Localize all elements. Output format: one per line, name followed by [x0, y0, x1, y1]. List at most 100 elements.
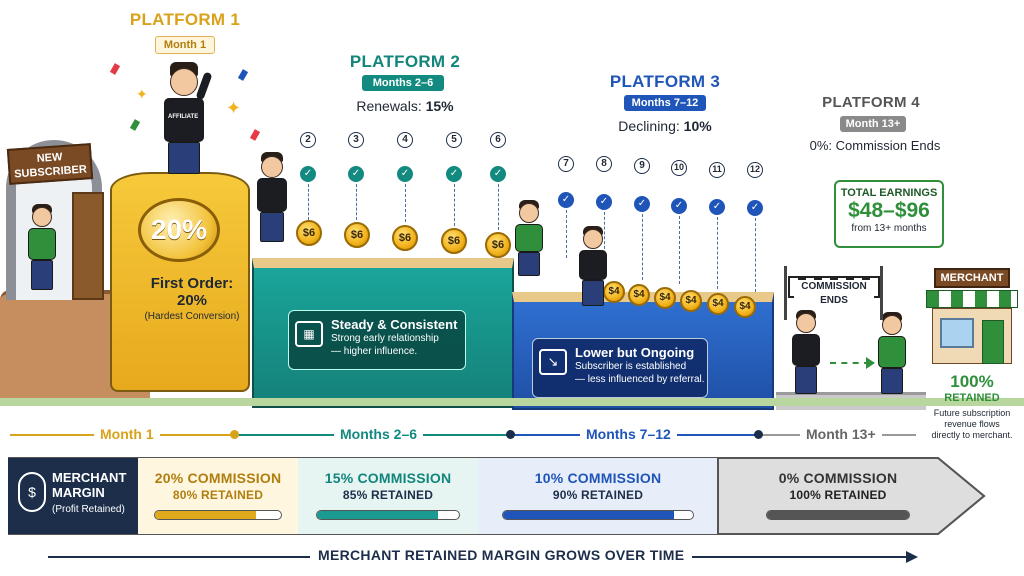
steady-consistent-card: ▦ Steady & Consistent Strong early relat… [288, 310, 466, 370]
seg2-retained: 85% RETAINED [342, 488, 434, 502]
seg3-commission: COMMISSION [567, 470, 662, 486]
new-subscriber-sign: NEW SUBSCRIBER [6, 143, 94, 185]
shop-door [982, 320, 1004, 364]
check-icon: ✓ [348, 166, 364, 182]
calendar-icon: ▦ [295, 321, 323, 347]
band-segment-3: 10% COMMISSION 90% RETAINED [478, 456, 718, 536]
dashed-arrow-to-merchant [830, 362, 870, 364]
coin-step-12a: $4 [707, 293, 729, 315]
platform-2-badge: Months 2–6 [362, 75, 444, 91]
step-5: 5 [446, 132, 462, 148]
green-subscriber-figure-3 [874, 312, 910, 398]
merchant-retained-word: RETAINED [944, 392, 1000, 404]
seg4-retained: 100% RETAINED [789, 488, 887, 502]
seg1-bar [154, 510, 282, 520]
coin-step-12b: $4 [734, 296, 756, 318]
total-earnings-value: $48–$96 [848, 199, 930, 222]
affiliate-figure-walking-2 [576, 226, 610, 310]
step-9: 9 [634, 158, 650, 174]
first-order-line1: First Order: [150, 275, 234, 292]
twenty-percent-disc: 20% [138, 198, 220, 262]
dashed-line [308, 184, 309, 220]
wooden-door [72, 192, 104, 300]
merchant-note-1: Future subscription [933, 408, 1011, 418]
platform-1-title: PLATFORM 1 [129, 10, 241, 29]
lower-line2: — less influenced by referral. [575, 374, 705, 385]
head-sub: (Profit Retained) [52, 504, 125, 515]
steady-line2: — higher influence. [331, 346, 418, 357]
step-6: 6 [490, 132, 506, 148]
seg2-bar [316, 510, 460, 520]
merchant-note: Future subscription revenue flows direct… [920, 408, 1024, 441]
band-segment-1: 20% COMMISSION 80% RETAINED [138, 456, 298, 536]
chart-down-icon: ↘ [539, 349, 567, 375]
commission-ends-banner: COMMISSION ENDS [788, 276, 880, 308]
shop-awning [926, 290, 1018, 308]
timeline-dot [230, 430, 239, 439]
step-8: 8 [596, 156, 612, 172]
total-earnings-bubble: TOTAL EARNINGS $48–$96 from 13+ months [834, 180, 944, 248]
seg3-bar-fill [503, 511, 674, 519]
step-2: 2 [300, 132, 316, 148]
confetti-icon [249, 129, 261, 141]
platform-4-badge: Month 13+ [840, 116, 906, 132]
confetti-icon [129, 119, 141, 131]
merchant-margin-band: $ MERCHANT MARGIN (Profit Retained) 20% … [8, 456, 986, 536]
bottom-caption: MERCHANT RETAINED MARGIN GROWS OVER TIME [310, 547, 693, 563]
affiliate-figure-walking-1 [252, 152, 292, 252]
step-10: 10 [671, 160, 687, 176]
platform-3-rate: Declining: 10% [618, 118, 712, 134]
seg4-pct: 0% [778, 470, 800, 486]
seg1-pct: 20% [154, 470, 184, 486]
check-icon: ✓ [747, 200, 763, 216]
confetti-icon [237, 69, 249, 81]
coin-step-9: $4 [628, 284, 650, 306]
arrow-head-icon [866, 357, 875, 369]
dashed-line [498, 184, 499, 230]
step-11: 11 [709, 162, 725, 178]
step-7: 7 [558, 156, 574, 172]
dashed-line [679, 216, 680, 284]
coin-step-11: $4 [680, 290, 702, 312]
timeline-months-7-12: Months 7–12 [580, 426, 677, 442]
seg4-bar-fill [767, 511, 909, 519]
dashed-line [454, 184, 455, 226]
dashed-line [604, 212, 605, 278]
coin-step-6: $6 [485, 232, 511, 258]
platform-4-title: PLATFORM 4 [822, 94, 920, 111]
growth-chart-icon: $ [18, 472, 46, 512]
green-subscriber-figure-1 [24, 204, 60, 296]
check-icon: ✓ [671, 198, 687, 214]
band-arrow-shape [8, 457, 986, 535]
check-icon: ✓ [558, 192, 574, 208]
green-subscriber-figure-2 [512, 200, 546, 280]
platform-4-rate: 0%: Commission Ends [809, 138, 941, 153]
lower-line1: Subscriber is established [575, 361, 687, 372]
first-order-label: First Order: 20% (Hardest Conversion) [138, 275, 246, 322]
check-icon: ✓ [490, 166, 506, 182]
affiliate-figure-cheering: AFFILIATE [156, 62, 216, 182]
coin-step-4: $6 [392, 225, 418, 251]
coin-step-2: $6 [296, 220, 322, 246]
merchant-retained-pct: 100% [950, 372, 994, 391]
dashed-line [717, 217, 718, 289]
seg1-commission: COMMISSION [187, 470, 282, 486]
merchant-note-2: revenue flows [944, 419, 1000, 429]
timeline-dot [506, 430, 515, 439]
check-icon: ✓ [446, 166, 462, 182]
seg3-pct: 10% [534, 470, 564, 486]
merchant-shop: MERCHANT [926, 268, 1018, 364]
seg1-bar-fill [155, 511, 256, 519]
seg1-retained: 80% RETAINED [172, 488, 264, 502]
seg2-commission: COMMISSION [357, 470, 452, 486]
seg4-commission: COMMISSION [803, 470, 898, 486]
star-icon: ✦ [136, 86, 148, 102]
check-icon: ✓ [397, 166, 413, 182]
merchant-sign: MERCHANT [934, 268, 1010, 288]
seg2-pct: 15% [324, 470, 354, 486]
commission-ends-label: COMMISSION ENDS [794, 280, 874, 308]
head-title-1: MERCHANT [52, 470, 127, 485]
step-12: 12 [747, 162, 763, 178]
affiliate-shirt-label: AFFILIATE [168, 114, 199, 120]
timeline-months-2-6: Months 2–6 [334, 426, 424, 442]
